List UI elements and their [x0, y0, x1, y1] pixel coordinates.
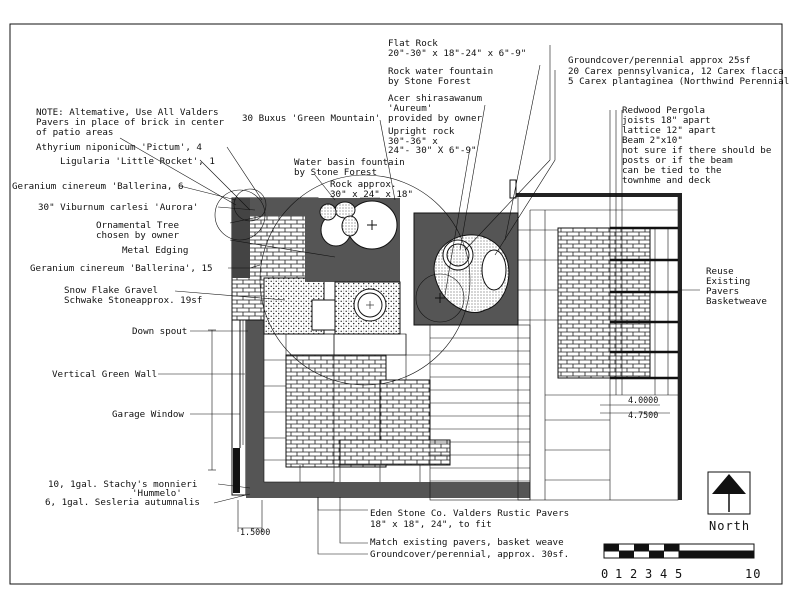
upright-rock-label-2: 30"-36" x [388, 136, 438, 147]
acer-label-1: Acer shirasawanum [388, 93, 483, 104]
north-label: North [709, 519, 750, 533]
rock-water-label-2: by Stone Forest [388, 76, 471, 87]
bottom-planting-bed [246, 482, 530, 498]
pergola-label-8: townhme and deck [622, 175, 711, 186]
rock-water-label-1: Rock water fountain [388, 66, 493, 77]
labels-right: Groundcover/perennial approx 25sf 20 Car… [568, 55, 790, 307]
match-label: Match existing pavers, basket weave [370, 537, 564, 548]
groundcover-top-label-3: 5 Carex plantaginea (Northwind Perennial… [568, 76, 790, 87]
groundcover-top-label-1: Groundcover/perennial approx 25sf [568, 55, 751, 66]
reuse-label-4: Basketweave [706, 296, 767, 307]
acer-label-2: 'Aureum' [388, 103, 432, 114]
scale-bar: 0 1 2 3 4 5 10 [601, 543, 761, 581]
geranium-label-1: Geranium cinereum 'Ballerina, 6 [12, 181, 183, 192]
dim-label: 1.5000 [240, 527, 270, 537]
leader-lines [119, 45, 700, 555]
labels-left: NOTE: Altemative, Use All Valders Pavers… [12, 107, 380, 508]
rock-approx-label-1: Rock approx. [330, 179, 396, 190]
acer-label-3: provided by owner [388, 113, 483, 124]
groundcover-top-label-2: 20 Carex pennsylvanica, 12 Carex flacca [568, 66, 784, 77]
dim-label: 4.0000 [628, 395, 658, 405]
pergola-label-2: joists 18" apart [622, 115, 711, 126]
pergola-label-3: lattice 12" apart [622, 125, 716, 136]
green-wall-label: Vertical Green Wall [52, 369, 157, 380]
labels-center: Water basin fountain by Stone Forest Roc… [294, 38, 526, 200]
pergola-label-4: Beam 2"x10" [622, 135, 683, 146]
buxus-label: 30 Buxus 'Green Mountain' [242, 113, 380, 124]
pergola-label-6: posts or if the beam [622, 155, 733, 166]
geranium-label-2: Geranium cinereum 'Ballerina', 15 [30, 263, 213, 274]
paver-grid [263, 333, 430, 483]
pergola-label-7: can be tied to the [622, 165, 722, 176]
ornamental-label-1: Ornamental Tree [96, 220, 179, 231]
pergola-joists [609, 110, 678, 395]
scale-tick: 0 [601, 567, 609, 581]
pergola-label-5: not sure if there should be [622, 145, 771, 156]
downspout-label: Down spout [132, 326, 187, 337]
rock-approx-label-2: 30" x 24" x 18" [330, 189, 413, 200]
scale-tick: 3 [645, 567, 653, 581]
scale-tick: 2 [630, 567, 638, 581]
water-basin-label-1: Water basin fountain [294, 157, 405, 168]
plan-area: 4.0000 4.7500 1.5000 [208, 110, 682, 537]
left-planting-bed [246, 278, 264, 498]
scale-tick: 1 [615, 567, 623, 581]
stachys-label-1: 10, 1gal. Stachy's monnieri [48, 479, 197, 490]
sesleria-label: 6, 1gal. Sesleria autumnalis [45, 497, 200, 508]
water-basin-label-2: by Stone Forest [294, 167, 377, 178]
gravel-label-1: Snow Flake Gravel [64, 285, 158, 296]
eden-label-1: Eden Stone Co. Valders Rustic Pavers [370, 508, 569, 519]
reuse-label-1: Reuse [706, 266, 734, 277]
dim-label: 4.7500 [628, 410, 658, 420]
upright-rock-label-1: Upright rock [388, 126, 455, 137]
flat-rock-label-2: 20"-30" x 18"-24" x 6"-9" [388, 48, 526, 59]
viburnum-label: 30" Viburnum carlesi 'Aurora' [38, 202, 198, 213]
eden-label-2: 18" x 18", 24", to fit [370, 519, 492, 530]
drawing-frame [9, 23, 783, 585]
ornamental-label-2: chosen by owner [96, 230, 179, 241]
stachys-label-2: 'Hummelo' [132, 488, 182, 499]
north-arrow-icon [712, 474, 746, 494]
metal-edging-label: Metal Edging [122, 245, 188, 256]
top-left-bed [232, 198, 250, 278]
garage-window-label: Garage Window [112, 409, 184, 420]
reuse-label-2: Existing [706, 276, 750, 287]
scale-tick: 4 [660, 567, 668, 581]
scale-tick: 5 [675, 567, 683, 581]
pergola-label-1: Redwood Pergola [622, 105, 705, 116]
scale-tick: 10 [745, 567, 761, 581]
note-line-2: Pavers in place of brick in center [36, 117, 225, 128]
labels-bottom: Eden Stone Co. Valders Rustic Pavers 18"… [370, 508, 569, 560]
note-line-3: of patio areas [36, 127, 113, 138]
groundcover-bottom-label: Groundcover/perennial, approx. 30sf. [370, 549, 569, 560]
flat-rock-label-1: Flat Rock [388, 38, 438, 49]
note-line-1: NOTE: Altemative, Use All Valders [36, 107, 219, 118]
ligularia-label: Ligularia 'Little Rocket', 1 [60, 156, 215, 167]
gravel-label-2: Schwake Stoneapprox. 19sf [64, 295, 202, 306]
reuse-label-3: Pavers [706, 286, 739, 297]
athyrium-label: Athyrium niponicum 'Pictum', 4 [36, 142, 202, 153]
pergola-pavers [557, 227, 651, 379]
upright-rock-label-3: 24"- 30" X 6"-9" [388, 145, 477, 156]
north-arrow: North [707, 471, 751, 533]
